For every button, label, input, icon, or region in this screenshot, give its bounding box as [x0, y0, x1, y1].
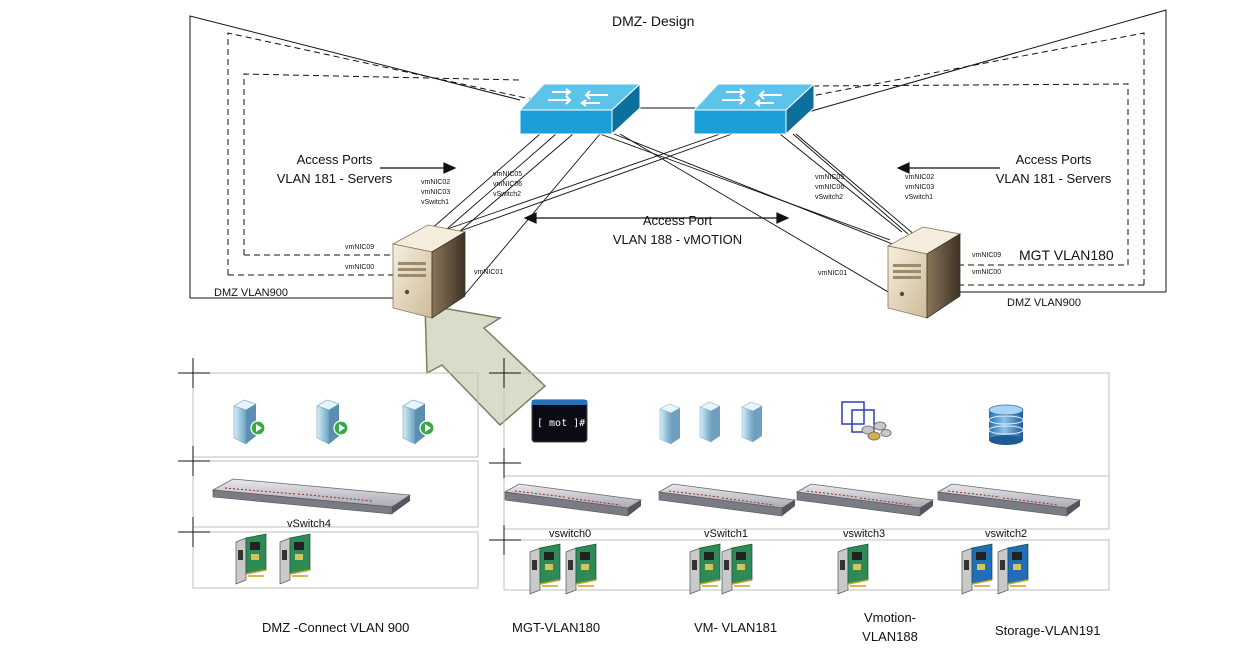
nic-label: vmNIC03: [421, 189, 451, 196]
caption-vmotion-vlan: Vmotion- VLAN188: [855, 608, 925, 646]
right-host-nic-group-b: vmNIC05 vmNIC06 vSwitch2: [815, 173, 844, 203]
nic-card-icon-dmz: [279, 533, 311, 585]
database-icon: [988, 404, 1024, 445]
caption-vmotion-line1: Vmotion-: [863, 610, 917, 625]
nic-label: vmNIC02: [905, 174, 935, 181]
vm-icon-dmz-2: [316, 399, 349, 445]
nic-label: vmNIC06: [493, 181, 523, 188]
caption-mgt-vlan: MGT-VLAN180: [512, 620, 601, 635]
vm-icon-dmz-1: [233, 399, 266, 445]
access-port-vmotion-label: Access Port VLAN 188 - vMOTION: [595, 211, 760, 249]
dashed-management-lines: [227, 32, 1145, 286]
access-port-vmotion-line2: VLAN 188 - vMOTION: [612, 232, 743, 247]
vswitch0-label: vswitch0: [549, 528, 592, 540]
console-prompt-text: [ mot ]#: [537, 418, 586, 429]
caption-vmotion-line2: VLAN188: [862, 629, 918, 644]
left-host-nic01-label: vmNIC01: [474, 269, 504, 276]
vswitch1-label: vSwitch1: [704, 528, 749, 540]
diagram-title: DMZ- Design: [612, 13, 695, 29]
nic-label: vSwitch2: [815, 194, 844, 201]
right-host-nic-group-a: vmNIC02 vmNIC03 vSwitch1: [905, 173, 934, 203]
vswitch4-label: vSwitch4: [287, 518, 332, 530]
annotation-arrows: [380, 162, 1000, 224]
right-host-nic09-label: vmNIC09: [972, 252, 1002, 259]
caption-storage-vlan: Storage-VLAN191: [995, 623, 1101, 638]
access-ports-left-line1: Access Ports: [296, 152, 373, 167]
nic-card-icon-storage: [997, 543, 1029, 595]
access-ports-right-line1: Access Ports: [1015, 152, 1092, 167]
server-rack-icons: [659, 401, 763, 445]
vswitch2-appliance: [936, 483, 1082, 517]
esxi-host-left: [391, 224, 467, 319]
left-host-nic09-label: vmNIC09: [345, 244, 375, 251]
access-ports-right-line2: VLAN 181 - Servers: [995, 171, 1112, 186]
vm-icon-dmz-3: [402, 399, 435, 445]
nic-card-icon-mgt: [529, 543, 561, 595]
esxi-host-right: [886, 226, 962, 319]
console-terminal-icon: [531, 399, 588, 443]
access-ports-left-label: Access Ports VLAN 181 - Servers: [262, 150, 407, 188]
vswitch4-appliance: [211, 478, 412, 515]
access-ports-left-line2: VLAN 181 - Servers: [276, 171, 393, 186]
left-host-nic-group-a: vmNIC02 vmNIC03 vSwitch1: [421, 178, 450, 208]
right-host-nic01-label: vmNIC01: [818, 270, 848, 277]
vswitch3-appliance: [795, 483, 935, 517]
panel-crosshairs: [178, 358, 521, 555]
nic-card-icon-storage: [961, 543, 993, 595]
left-host-nic-group-b: vmNIC05 vmNIC06 vSwitch2: [493, 170, 522, 200]
caption-dmz-connect: DMZ -Connect VLAN 900: [262, 620, 410, 635]
nic-label: vSwitch1: [421, 199, 450, 206]
outer-uplink-lines: [189, 9, 1167, 299]
access-port-vmotion-line1: Access Port: [642, 213, 713, 228]
core-switch-left: [518, 82, 642, 136]
hollow-pointer-arrow: [424, 304, 547, 427]
nic-card-icon-vmotion: [837, 543, 869, 595]
bottom-panels: [192, 372, 1110, 591]
nic-label: vmNIC05: [493, 171, 523, 178]
nic-label: vmNIC02: [421, 179, 451, 186]
vswitch0-appliance: [503, 483, 643, 517]
nic-card-icon-mgt: [565, 543, 597, 595]
nic-card-icon-dmz: [235, 533, 267, 585]
left-host-nic00-label: vmNIC00: [345, 264, 375, 271]
nic-card-icon-vm: [721, 543, 753, 595]
nic-label: vSwitch1: [905, 194, 934, 201]
vswitch3-label: vswitch3: [843, 528, 886, 540]
nic-label: vmNIC03: [905, 184, 935, 191]
nic-card-icons: [235, 533, 1029, 595]
right-host-dmz-label: DMZ VLAN900: [1007, 297, 1081, 309]
nic-label: vSwitch2: [493, 191, 522, 198]
left-host-dmz-label: DMZ VLAN900: [214, 287, 288, 299]
caption-vm-vlan: VM- VLAN181: [694, 620, 778, 635]
vswitch2-label: vswitch2: [985, 528, 1028, 540]
access-ports-right-label: Access Ports VLAN 181 - Servers: [981, 150, 1126, 188]
right-host-mgt-label: MGT VLAN180: [1019, 247, 1114, 263]
vmotion-icon: [841, 401, 892, 441]
nic-card-icon-vm: [689, 543, 721, 595]
nic-label: vmNIC06: [815, 184, 845, 191]
right-host-nic00-label: vmNIC00: [972, 269, 1002, 276]
vswitch1-appliance: [657, 483, 797, 517]
core-switch-right: [692, 82, 816, 136]
nic-label: vmNIC05: [815, 174, 845, 181]
